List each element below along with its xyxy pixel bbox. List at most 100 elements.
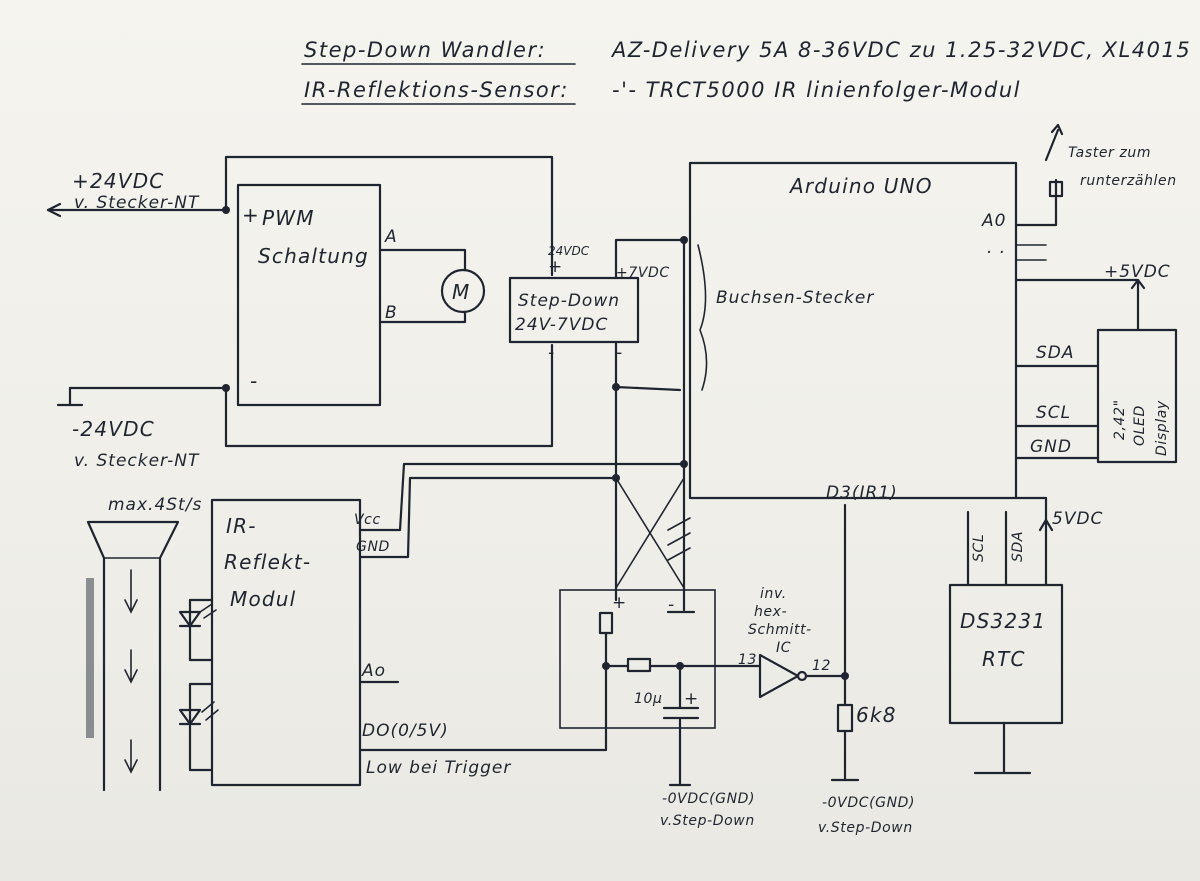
stepdown-out-label: +7VDC [616, 265, 670, 281]
plus-24v-label: +24VDC [72, 169, 164, 193]
crossed-section-icon [615, 477, 685, 589]
motor-icon [440, 268, 486, 314]
arduino-pin-scl: SCL [1036, 403, 1071, 423]
pulldown-gnd-source: v.Step-Down [818, 820, 913, 836]
ir-pin-do: DO(0/5V) [362, 721, 449, 741]
rtc-supply-label: 5VDC [1052, 509, 1103, 529]
minus-24v-label: -24VDC [72, 417, 155, 441]
schmitt-label-1: inv. [760, 586, 787, 602]
plus5v-oled-wire [1014, 278, 1140, 332]
rtc-scl-label: SCL [971, 534, 987, 562]
stepdown-in-plus: + [548, 257, 563, 277]
pulldown-value: 6k8 [856, 703, 897, 727]
photodiode-icon [178, 708, 202, 726]
power-input: +24VDC v. Stecker-NT -24VDC v. Stecker-N… [46, 169, 227, 471]
flow-arrow-icon-2 [124, 649, 138, 684]
pulldown-resistor-icon [836, 703, 854, 733]
pwm-top-loop-wire [224, 155, 554, 277]
filter-block: + - 10µ + -0VDC(GND) v.Step-Down [559, 462, 762, 829]
oled-label-3: Display [1154, 400, 1170, 456]
filter-plus: + [612, 593, 627, 613]
schmitt-trigger: inv. hex- Schmitt- IC 13 12 [738, 586, 849, 699]
rtc-name-2: RTC [982, 647, 1026, 671]
cap-value: 10µ [634, 691, 663, 707]
arduino-pin-a0: A0 [981, 211, 1006, 231]
rtc-box [948, 583, 1064, 725]
scribble-icon [667, 517, 691, 561]
ir-trigger-label: Low bei Trigger [366, 758, 511, 778]
stepdown-box [508, 276, 640, 344]
flow-arrow-icon [124, 569, 138, 614]
filter-box [559, 589, 716, 729]
ir-pin-gnd: GND [356, 539, 390, 555]
a0-wire [1014, 198, 1058, 227]
filter-gnd-source: v.Step-Down [660, 813, 755, 829]
inverter-bubble-icon [796, 670, 808, 682]
rtc-5v-arrow-icon [1038, 518, 1054, 532]
filter-minus: - [668, 595, 675, 615]
header-ir-label: IR-Reflektions-Sensor: [304, 78, 569, 102]
pwm-plus-label: + [242, 203, 260, 227]
pwm-circuit: + PWM Schaltung - A B M [222, 155, 554, 448]
rtc-ground-icon [973, 721, 1032, 775]
schmitt-label-2: hex- [754, 604, 787, 620]
header-stepdown-label: Step-Down Wandler: [304, 38, 546, 62]
header-notes: Step-Down Wandler: AZ-Delivery 5A 8-36VD… [301, 38, 1191, 105]
socket-brace-icon [697, 244, 708, 391]
taster-icon [1048, 178, 1064, 202]
rtc-sda-label: SDA [1010, 531, 1026, 562]
header-stepdown-value: AZ-Delivery 5A 8-36VDC zu 1.25-32VDC, XL… [610, 38, 1191, 62]
filter-gnd-label: -0VDC(GND) [662, 791, 755, 807]
plus-24v-source: v. Stecker-NT [74, 193, 200, 213]
motor-wire-a [378, 248, 467, 272]
do-wire [358, 664, 608, 752]
reflector-strip-icon [86, 578, 94, 738]
taster-arrow-icon [1044, 123, 1064, 162]
pwm-minus-label: - [250, 369, 258, 393]
ir-module-box [210, 498, 362, 787]
capacitor-icon [662, 664, 700, 787]
stepdown-in-minus: - [548, 343, 555, 363]
ir-rate-label: max.4St/s [108, 495, 202, 515]
ir-module: max.4St/s IR- Reflekt- Modul Vcc GND Ao … [86, 460, 688, 792]
arduino-pin-d3: D3(IR1) [826, 483, 898, 503]
pulldown-resistor: 6k8 -0VDC(GND) v.Step-Down [818, 674, 915, 836]
taster-label-1: Taster zum [1068, 145, 1151, 161]
arduino-pin-gnd: GND [1030, 437, 1072, 457]
oled-label-2: OLED [1132, 405, 1148, 446]
ir-title-2: Reflekt- [224, 550, 311, 574]
plus-24v-arrow-icon [46, 202, 62, 218]
cap-plus: + [684, 689, 699, 709]
stepdown-title-2: 24V-7VDC [515, 315, 608, 335]
ir-pin-vcc: Vcc [354, 512, 381, 528]
ir-gnd-wire [358, 476, 618, 559]
taster-switch: Taster zum runterzählen [1044, 123, 1176, 202]
schmitt-label-3: Schmitt- [748, 622, 812, 638]
ir-title-1: IR- [226, 514, 257, 538]
stepdown-title-1: Step-Down [518, 291, 620, 311]
pulldown-gnd-label: -0VDC(GND) [822, 795, 915, 811]
schmitt-pin-13: 13 [738, 652, 757, 668]
stepdown-module: 24VDC + +7VDC Step-Down 24V-7VDC - - [508, 236, 688, 602]
arduino-pin-sda: SDA [1036, 343, 1075, 363]
ir-pin-a0: Ao [361, 661, 386, 681]
arduino-title: Arduino UNO [788, 174, 933, 198]
pulldown-gnd-icon [830, 729, 860, 782]
flow-arrow-icon-3 [124, 739, 138, 774]
oled-label-1: 2,42" [1112, 399, 1128, 440]
oled-display: +5VDC 2,42" OLED Display [1096, 262, 1178, 464]
pin-stubs [1015, 244, 1047, 261]
plus7v-wire [614, 238, 686, 280]
pwm-title-1: PWM [262, 206, 315, 230]
motor-wire-b [378, 310, 467, 324]
ir-led-rays-icon [199, 603, 217, 619]
pwm-bottom-loop-wire [224, 343, 554, 448]
resistor-icon [598, 611, 614, 635]
ir-led-icon [178, 610, 202, 628]
arduino-pin-dots: · · [986, 243, 1005, 263]
ground-icon [56, 386, 84, 407]
led-loop-1 [188, 598, 214, 662]
header-ir-value: -'- TRCT5000 IR linienfolger-Modul [612, 78, 1021, 102]
photodiode-rays-icon [201, 701, 219, 721]
